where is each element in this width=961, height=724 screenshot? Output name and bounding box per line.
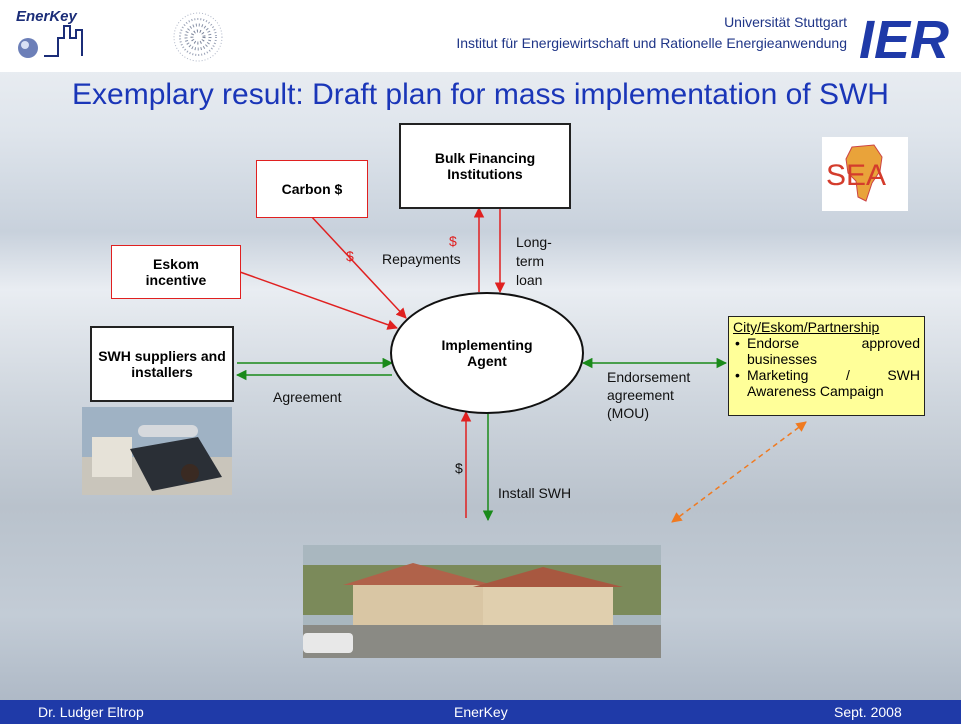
enerkey-logo: EnerKey — [14, 8, 94, 62]
page-title: Exemplary result: Draft plan for mass im… — [72, 78, 889, 111]
household-dollar-label: $ — [455, 460, 463, 476]
implementing-agent-label: Implementing Agent — [441, 337, 533, 369]
bulk-financing-box: Bulk Financing Institutions — [399, 123, 571, 209]
enerkey-logo-text: EnerKey — [16, 8, 77, 25]
arrow-carbon-to-agent — [309, 214, 407, 319]
enerkey-logo-graphic — [18, 25, 83, 58]
implementing-agent-ellipse — [390, 292, 584, 414]
university-logo — [173, 12, 223, 62]
footer-author: Dr. Ludger Eltrop — [38, 704, 144, 720]
carbon-dollar-label: $ — [346, 248, 354, 264]
carbon-label: Carbon $ — [281, 181, 343, 197]
arrow-partnership-households — [671, 421, 807, 523]
institute-name: Institut für Energiewirtschaft und Ratio… — [456, 35, 847, 51]
repayment-dollar-label: $ — [449, 233, 457, 249]
partnership-box: City/Eskom/Partnership Endorse approved … — [728, 316, 925, 416]
university-name: Universität Stuttgart — [724, 14, 847, 30]
eskom-incentive-box: Eskom incentive — [111, 245, 241, 299]
footer-date: Sept. 2008 — [834, 704, 902, 720]
sea-logo-text: SEA — [826, 159, 886, 192]
repayments-label: Repayments — [382, 251, 461, 267]
install-swh-label: Install SWH — [498, 485, 572, 501]
sea-logo: SEA — [822, 137, 908, 211]
carbon-box: Carbon $ — [256, 160, 368, 218]
eskom-incentive-label: Eskom incentive — [145, 256, 207, 288]
partnership-list: Endorse approved businesses Marketing / … — [733, 335, 920, 399]
housing-photo — [303, 545, 661, 658]
footer: Dr. Ludger Eltrop EnerKey Sept. 2008 — [0, 700, 961, 724]
ier-logo-text: IER — [859, 10, 949, 66]
bulk-financing-label: Bulk Financing Institutions — [434, 150, 536, 182]
partnership-item: Endorse approved businesses — [735, 335, 920, 367]
agreement-label: Agreement — [273, 389, 342, 405]
implementing-agent-text: Implementing Agent — [407, 323, 567, 383]
endorsement-label: Endorsement agreement (MOU) — [607, 369, 691, 421]
ier-logo: IER — [859, 10, 949, 66]
partnership-item: Marketing / SWH Awareness Campaign — [735, 367, 920, 399]
swh-suppliers-label: SWH suppliers and installers — [98, 348, 226, 380]
swh-suppliers-box: SWH suppliers and installers — [90, 326, 234, 402]
swh-photo — [82, 407, 232, 495]
sea-logo-graphic: SEA — [826, 144, 886, 202]
arrow-eskom-to-agent — [239, 271, 398, 330]
footer-project: EnerKey — [454, 704, 508, 720]
long-term-loan-label: Long-term loan — [516, 234, 552, 288]
header: EnerKey Universität Stuttgart Institut f… — [0, 0, 961, 72]
partnership-heading: City/Eskom/Partnership — [733, 319, 880, 335]
